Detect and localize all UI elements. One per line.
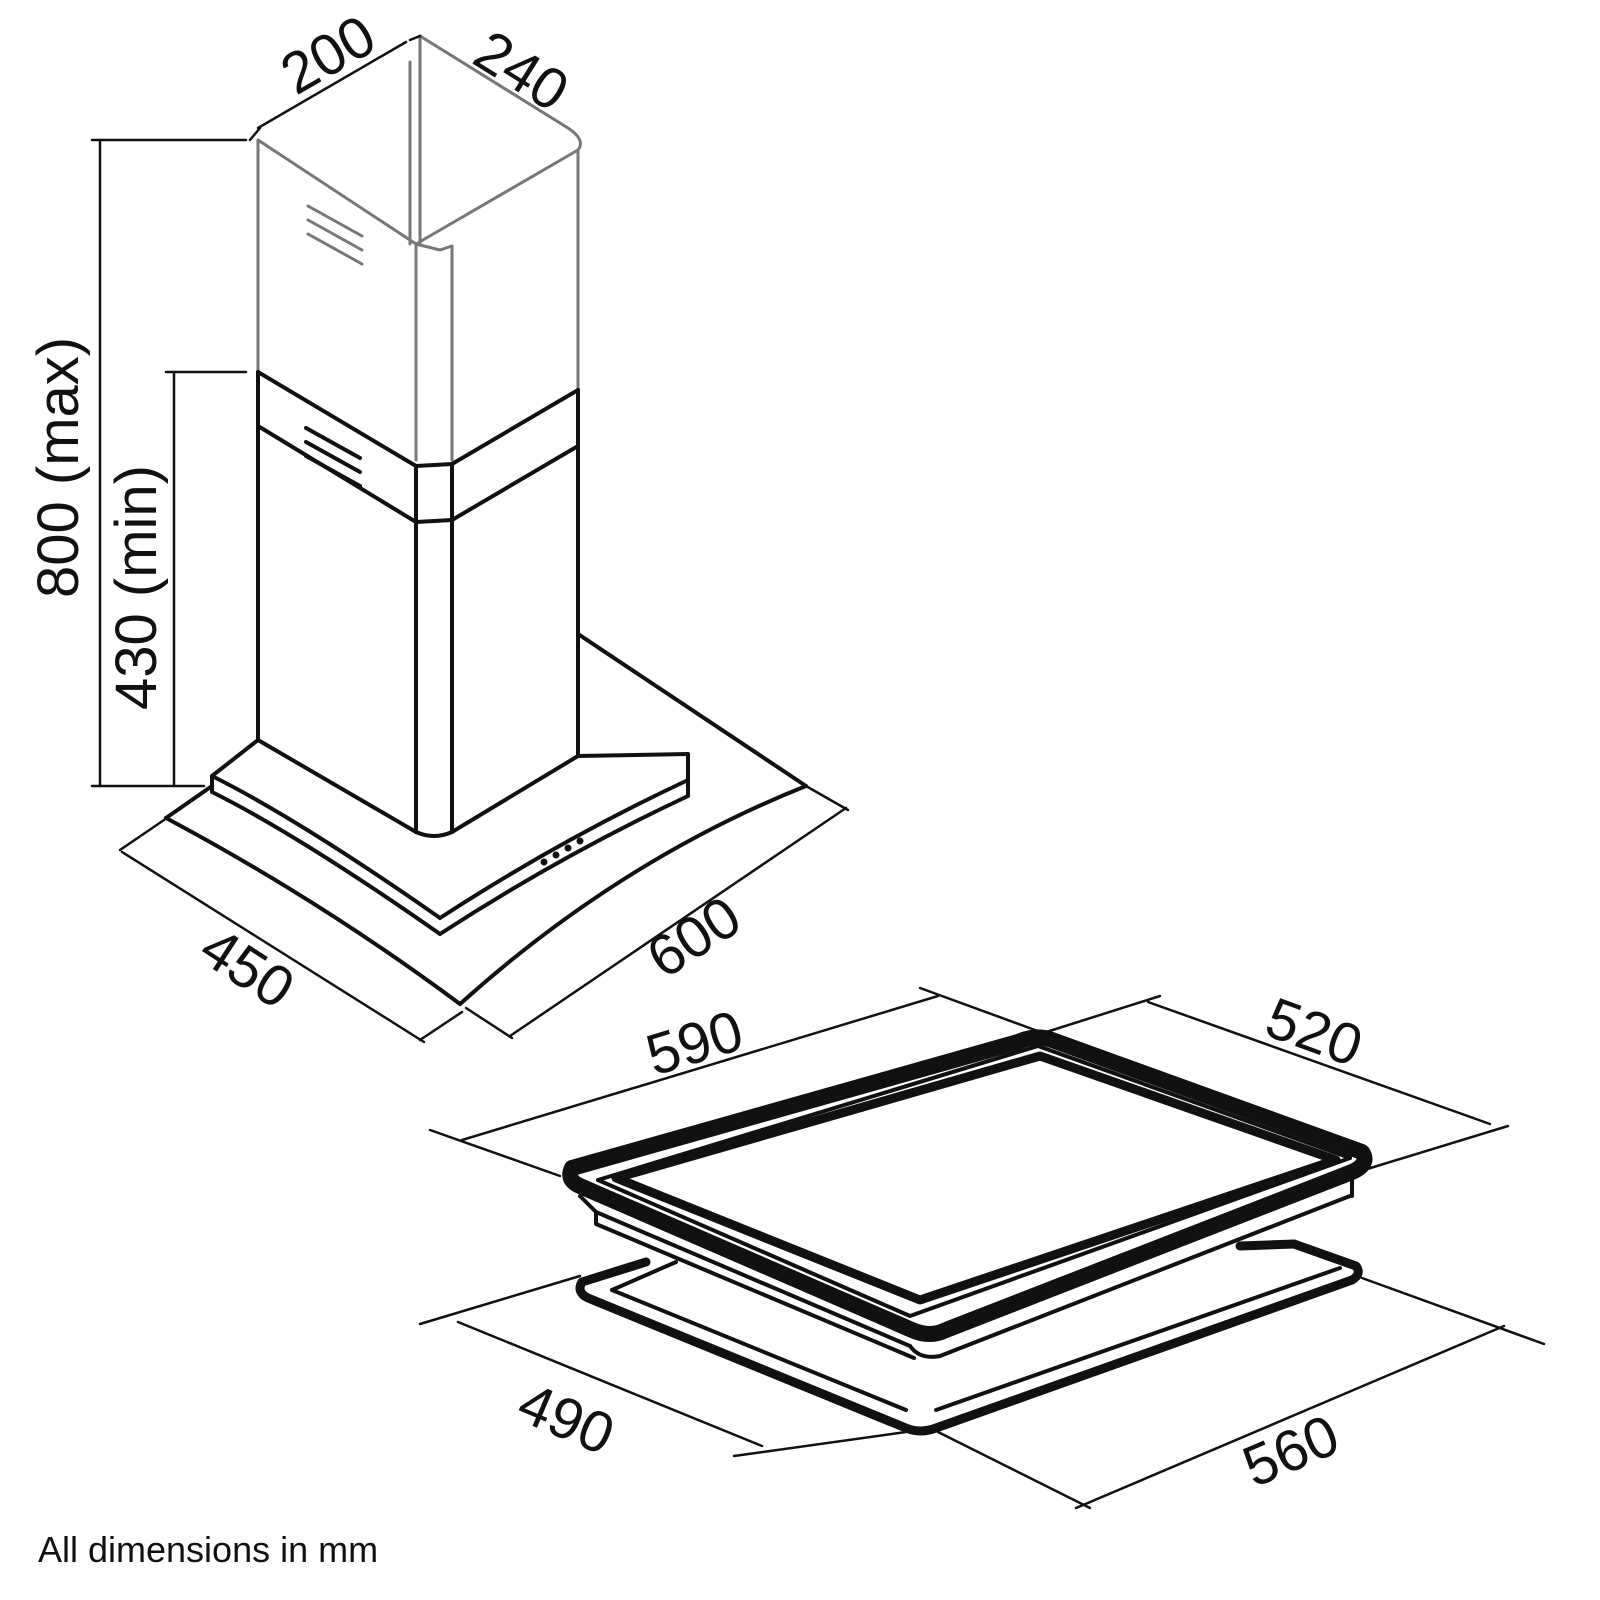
lower-vent-slots bbox=[304, 426, 362, 488]
lower-chimney-section bbox=[256, 370, 580, 838]
worktop-cutout bbox=[575, 1239, 1363, 1436]
hob: 590 520 490 560 bbox=[418, 985, 1546, 1510]
hob-top-frame bbox=[562, 1029, 1373, 1342]
height-min-label: 430 (min) bbox=[104, 465, 169, 710]
hood-depth-label: 450 bbox=[189, 914, 306, 1021]
upper-vent-slots bbox=[306, 204, 364, 266]
hob-width-label: 590 bbox=[639, 998, 751, 1088]
cutout-width-label: 560 bbox=[1234, 1402, 1348, 1500]
height-max-label: 800 (max) bbox=[26, 337, 91, 598]
hob-dimension-lines bbox=[418, 986, 1546, 1510]
control-buttons bbox=[540, 837, 584, 866]
cutout-depth-label: 490 bbox=[509, 1370, 623, 1468]
units-footnote: All dimensions in mm bbox=[38, 1529, 378, 1570]
upper-chimney-section bbox=[256, 34, 582, 462]
chimney-width-label: 240 bbox=[463, 18, 580, 124]
chimney-depth-label: 200 bbox=[270, 3, 386, 108]
hob-depth-label: 520 bbox=[1258, 985, 1371, 1079]
hood-dimension-lines bbox=[90, 34, 850, 1044]
hob-under-body bbox=[578, 1174, 1354, 1360]
hood-canopy bbox=[164, 632, 808, 1006]
cooker-hood: 200 240 800 (max) 430 (min) 450 600 bbox=[26, 3, 850, 1044]
hood-width-label: 600 bbox=[636, 884, 753, 991]
